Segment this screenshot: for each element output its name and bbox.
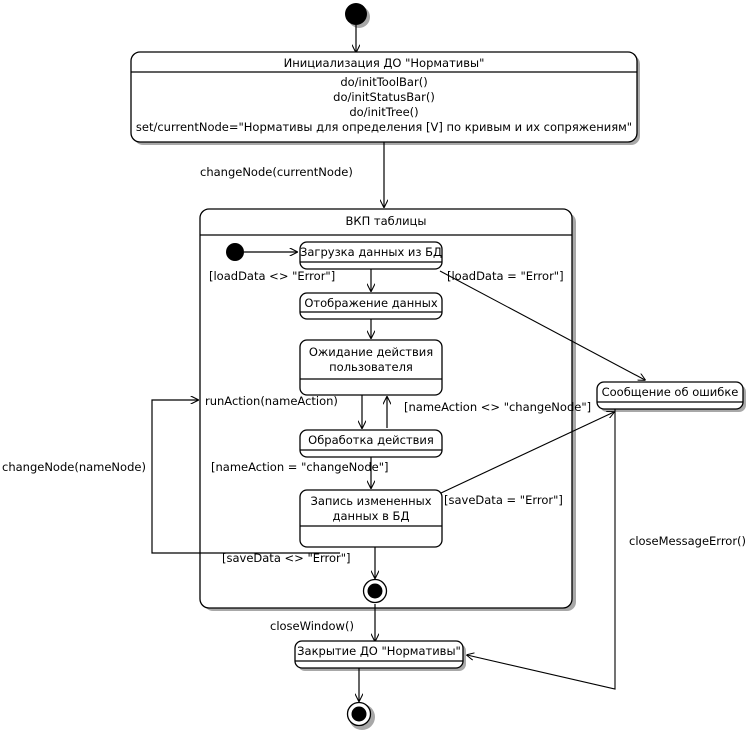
state-composite-table	[199, 208, 573, 609]
label-save-ok: [saveData <> "Error"]	[222, 551, 351, 565]
state-initialization-action-3: set/currentNode="Нормативы для определен…	[135, 120, 633, 134]
state-error-message	[596, 381, 744, 410]
state-error-message-name: Сообщение об ошибке	[601, 385, 739, 399]
label-save-error: [saveData = "Error"]	[444, 493, 563, 507]
state-wait-user-action	[299, 339, 443, 396]
state-composite-name: ВКП таблицы	[345, 214, 427, 228]
state-initialization-action-2: do/initTree()	[349, 105, 419, 119]
state-closing-name: Закрытие ДО "Нормативы"	[297, 644, 461, 658]
label-run-action: runAction(nameAction)	[205, 394, 338, 408]
state-display-data-name: Отображение данных	[304, 296, 438, 310]
inner-initial-pseudostate	[226, 243, 244, 261]
inner-final-state	[362, 578, 388, 604]
state-process-action-name: Обработка действия	[308, 433, 434, 447]
label-name-action-change: [nameAction = "changeNode"]	[211, 460, 389, 474]
label-name-action-not-change: [nameAction <> "changeNode"]	[404, 400, 592, 414]
transition-save-error-to-message	[440, 412, 614, 494]
label-load-error: [loadData = "Error"]	[447, 269, 564, 283]
state-save-data	[299, 489, 443, 548]
label-change-node-current: changeNode(currentNode)	[200, 165, 353, 179]
state-initialization-action-1: do/initStatusBar()	[333, 90, 435, 104]
transition-load-error-to-message	[439, 270, 645, 380]
state-load-data-name: Загрузка данных из БД	[300, 245, 443, 259]
state-save-data-name: Запись измененных данных в БД	[310, 494, 432, 523]
label-close-message-error: closeMessageError()	[629, 534, 747, 548]
final-state	[346, 701, 372, 727]
label-change-node-name: changeNode(nameNode)	[2, 460, 146, 474]
state-wait-user-action-name: Ожидание действия пользователя	[308, 345, 434, 374]
transition-change-node-name-loop	[151, 400, 340, 554]
state-initialization-action-0: do/initToolBar()	[340, 75, 428, 89]
initial-pseudostate	[345, 3, 367, 25]
state-initialization-name: Инициализация ДО "Нормативы"	[283, 56, 485, 70]
label-load-ok: [loadData <> "Error"]	[209, 269, 336, 283]
transition-close-message-error	[467, 409, 616, 690]
label-close-window: closeWindow()	[270, 619, 354, 633]
state-closing	[294, 640, 464, 669]
state-initialization	[130, 51, 638, 143]
